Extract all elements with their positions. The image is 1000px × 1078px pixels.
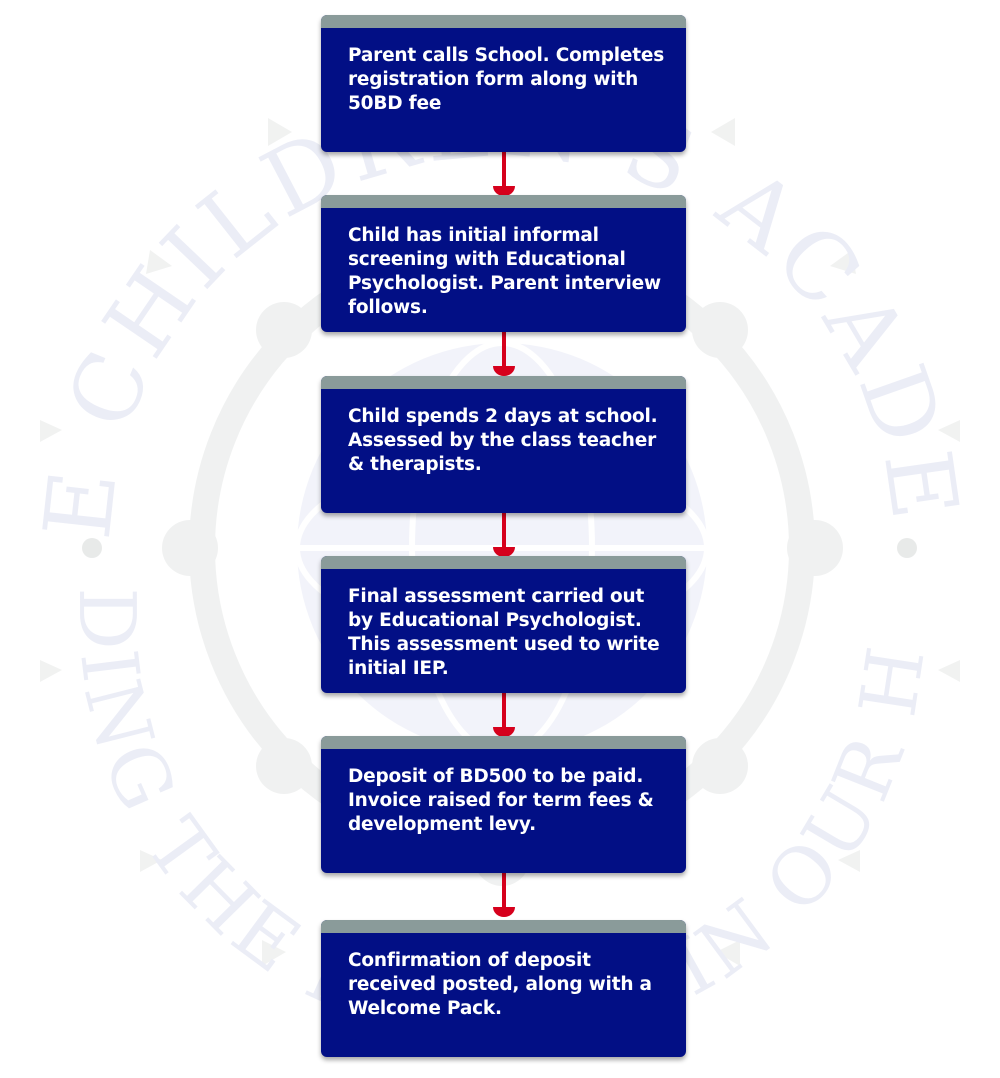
connector-arrow bbox=[493, 152, 515, 196]
step-text: Confirmation of deposit received posted,… bbox=[348, 950, 652, 1019]
step-box-cap bbox=[321, 920, 686, 933]
step-text: Parent calls School. Completes registrat… bbox=[348, 45, 665, 114]
step-box-4: Final assessment carried out by Educatio… bbox=[321, 556, 686, 693]
step-box-cap bbox=[321, 376, 686, 389]
step-box-cap bbox=[321, 195, 686, 208]
step-box-5: Deposit of BD500 to be paid. Invoice rai… bbox=[321, 736, 686, 873]
step-box-6: Confirmation of deposit received posted,… bbox=[321, 920, 686, 1057]
step-box-cap bbox=[321, 736, 686, 749]
step-text: Deposit of BD500 to be paid. Invoice rai… bbox=[348, 766, 654, 835]
connector-arrow bbox=[493, 873, 515, 917]
connector-arrow bbox=[493, 332, 515, 376]
step-text: Child spends 2 days at school. Assessed … bbox=[348, 406, 658, 475]
step-box-3: Child spends 2 days at school. Assessed … bbox=[321, 376, 686, 513]
step-box-1: Parent calls School. Completes registrat… bbox=[321, 15, 686, 152]
step-box-cap bbox=[321, 15, 686, 28]
connector-arrow bbox=[493, 693, 515, 737]
step-text: Final assessment carried out by Educatio… bbox=[348, 586, 660, 679]
connector-arrow bbox=[493, 513, 515, 557]
step-text: Child has initial informal screening wit… bbox=[348, 225, 661, 318]
step-box-2: Child has initial informal screening wit… bbox=[321, 195, 686, 332]
step-box-cap bbox=[321, 556, 686, 569]
